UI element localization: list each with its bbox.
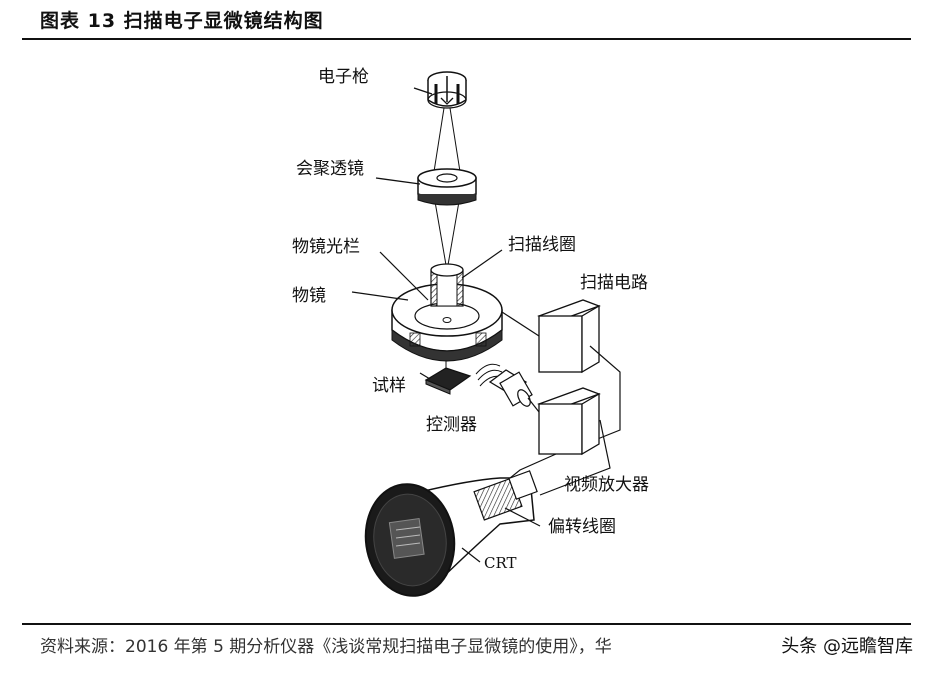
- electron-gun-shape: [427, 71, 467, 109]
- watermark: 头条 @远瞻智库: [781, 636, 913, 657]
- specimen-shape: [419, 367, 472, 395]
- label-crt: CRT: [484, 554, 517, 572]
- scan-circuit-box: [537, 299, 601, 374]
- label-objective-lens: 物镜: [292, 286, 326, 306]
- label-deflection-coil: 偏转线圈: [548, 517, 616, 537]
- label-video-amplifier: 视频放大器: [564, 475, 649, 495]
- scan-coil-shape: [430, 263, 464, 307]
- condenser-lens-shape: [417, 168, 477, 206]
- top-rule: [22, 38, 911, 40]
- video-amplifier-box: [537, 387, 601, 456]
- label-objective-aperture: 物镜光栏: [292, 237, 360, 257]
- figure-title: 图表 13 扫描电子显微镜结构图: [40, 10, 324, 32]
- label-detector: 控测器: [426, 415, 477, 435]
- crt-shape: [364, 470, 538, 597]
- label-scan-coil: 扫描线圈: [508, 235, 576, 255]
- detector-shape: [475, 363, 533, 407]
- objective-lens-shape: [391, 283, 503, 362]
- label-electron-gun: 电子枪: [318, 67, 369, 87]
- label-condenser-lens: 会聚透镜: [296, 159, 364, 179]
- bottom-rule: [22, 623, 911, 625]
- label-scan-circuit: 扫描电路: [580, 273, 648, 293]
- label-specimen: 试样: [372, 376, 406, 396]
- source-note: 资料来源：2016 年第 5 期分析仪器《浅谈常规扫描电子显微镜的使用》，华: [40, 637, 612, 657]
